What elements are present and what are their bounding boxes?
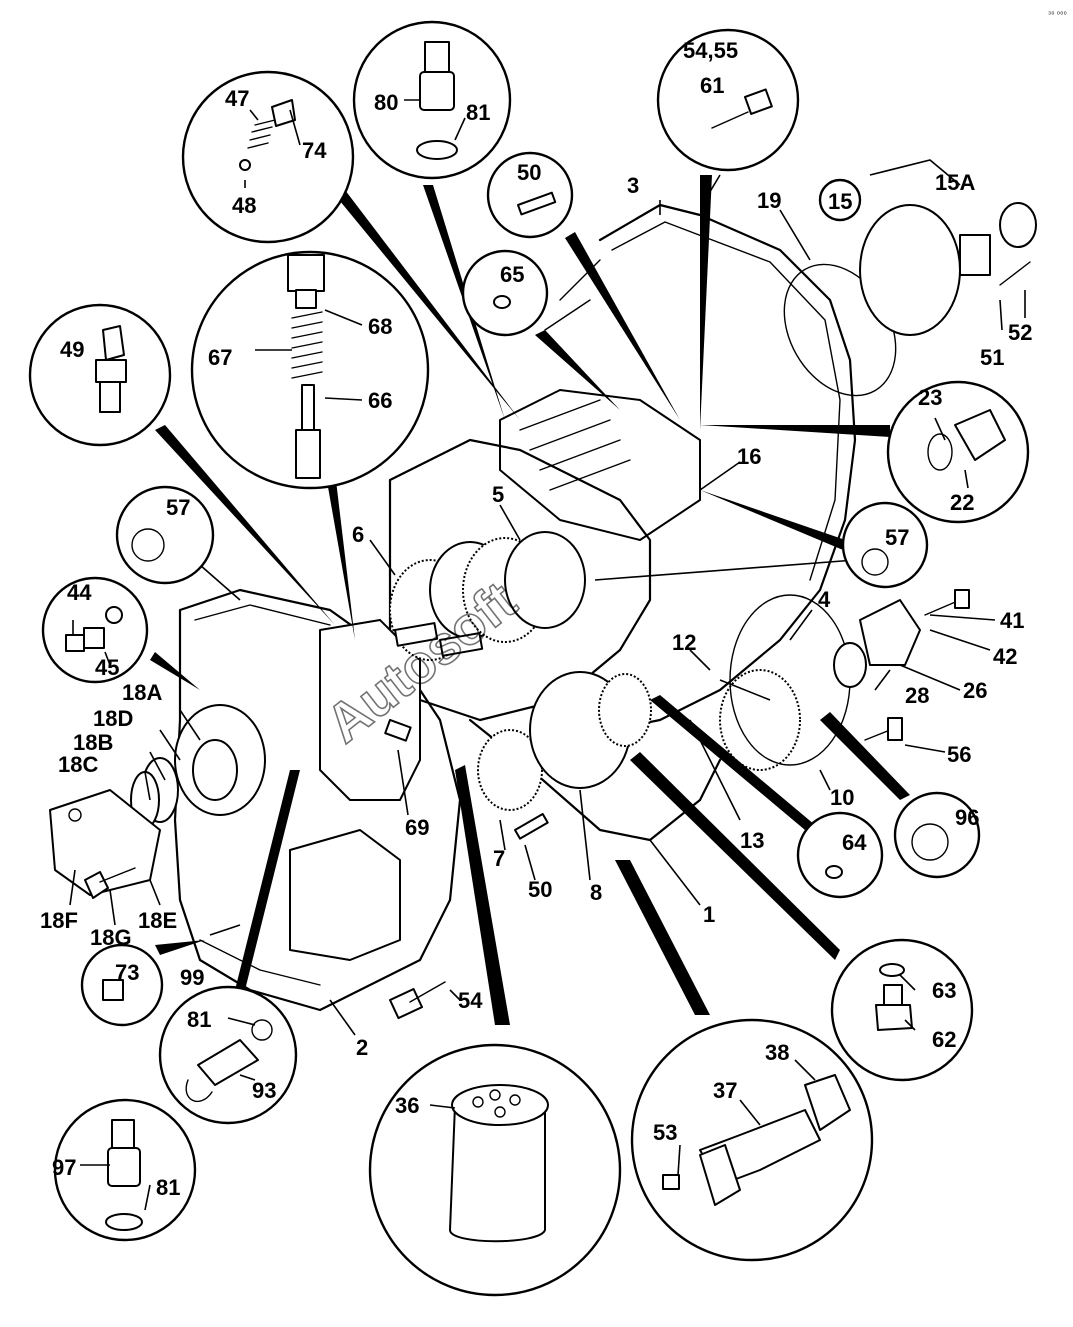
- label-4: 4: [818, 587, 831, 612]
- label-26: 26: [963, 678, 987, 703]
- callout-61: [656, 28, 800, 430]
- label-99: 99: [180, 965, 204, 990]
- label-7: 7: [493, 846, 505, 871]
- label-18A: 18A: [122, 680, 162, 705]
- callout-57-left: [115, 485, 241, 601]
- label-3: 3: [627, 173, 639, 198]
- label-28: 28: [905, 683, 929, 708]
- label-15A: 15A: [935, 170, 975, 195]
- label-10: 10: [830, 785, 854, 810]
- callout-23-22: [700, 380, 1030, 524]
- label-54-55: 54,55: [683, 38, 738, 63]
- label-36: 36: [395, 1093, 419, 1118]
- label-44: 44: [67, 580, 92, 605]
- callout-81-93: [158, 770, 300, 1125]
- label-22: 22: [950, 490, 974, 515]
- label-53: 53: [653, 1120, 677, 1145]
- label-96: 96: [955, 805, 979, 830]
- callout-97-81: [53, 1098, 197, 1242]
- callout-47-48-74: [181, 70, 520, 420]
- label-81-top: 81: [466, 100, 490, 125]
- label-51: 51: [980, 345, 1004, 370]
- label-42: 42: [993, 644, 1017, 669]
- label-66: 66: [368, 388, 392, 413]
- label-81-mid: 81: [187, 1007, 211, 1032]
- callout-64: [650, 695, 884, 899]
- label-19: 19: [757, 188, 781, 213]
- label-15: 15: [828, 189, 852, 214]
- label-45: 45: [95, 655, 119, 680]
- label-57-left: 57: [166, 495, 190, 520]
- label-93: 93: [252, 1078, 276, 1103]
- callout-36: [368, 765, 622, 1297]
- label-61: 61: [700, 73, 724, 98]
- callout-96: [820, 712, 981, 879]
- label-38: 38: [765, 1040, 789, 1065]
- corner-mark: ₃₀ ₀₀₀: [1048, 7, 1067, 16]
- label-62: 62: [932, 1027, 956, 1052]
- label-18G: 18G: [90, 925, 132, 950]
- callout-44-45: [41, 576, 200, 690]
- label-49: 49: [60, 337, 84, 362]
- label-8: 8: [590, 880, 602, 905]
- part-labels: 47 74 48 80 81 54,55 61 50 3 19 15 15A 6…: [40, 38, 1032, 1200]
- label-68: 68: [368, 314, 392, 339]
- callout-15: [818, 178, 862, 222]
- label-80: 80: [374, 90, 398, 115]
- callout-65: [461, 249, 620, 410]
- label-65: 65: [500, 262, 524, 287]
- callout-49: [28, 303, 335, 625]
- label-41: 41: [1000, 608, 1024, 633]
- label-69: 69: [405, 815, 429, 840]
- label-2: 2: [356, 1035, 368, 1060]
- label-54-bottom: 54: [458, 988, 483, 1013]
- label-13: 13: [740, 828, 764, 853]
- label-48: 48: [232, 193, 256, 218]
- label-6: 6: [352, 522, 364, 547]
- callout-50-top: [486, 151, 680, 420]
- label-23: 23: [918, 385, 942, 410]
- label-74: 74: [302, 138, 327, 163]
- transmission-housing: [49, 202, 1037, 1020]
- callout-73: [80, 940, 205, 1027]
- label-57-right: 57: [885, 525, 909, 550]
- label-73: 73: [115, 960, 139, 985]
- label-63: 63: [932, 978, 956, 1003]
- label-67: 67: [208, 345, 232, 370]
- label-16: 16: [737, 444, 761, 469]
- leader-lines: [69, 99, 1026, 1211]
- label-52: 52: [1008, 320, 1032, 345]
- label-5: 5: [492, 482, 504, 507]
- callout-57-right: [594, 490, 929, 589]
- label-81-bottom: 81: [156, 1175, 180, 1200]
- label-18C: 18C: [58, 752, 98, 777]
- label-37: 37: [713, 1078, 737, 1103]
- callout-62-63: [630, 752, 974, 1082]
- label-18D: 18D: [93, 706, 133, 731]
- label-64: 64: [842, 830, 867, 855]
- label-18B: 18B: [73, 730, 113, 755]
- label-56: 56: [947, 742, 971, 767]
- label-18F: 18F: [40, 908, 78, 933]
- label-97: 97: [52, 1155, 76, 1180]
- label-18E: 18E: [138, 908, 177, 933]
- label-50-top: 50: [517, 160, 541, 185]
- callout-37-38-53: [615, 860, 874, 1262]
- label-47: 47: [225, 86, 249, 111]
- label-1: 1: [703, 902, 715, 927]
- callout-66-67-68: [190, 250, 430, 640]
- label-50-bottom: 50: [528, 877, 552, 902]
- label-12: 12: [672, 630, 696, 655]
